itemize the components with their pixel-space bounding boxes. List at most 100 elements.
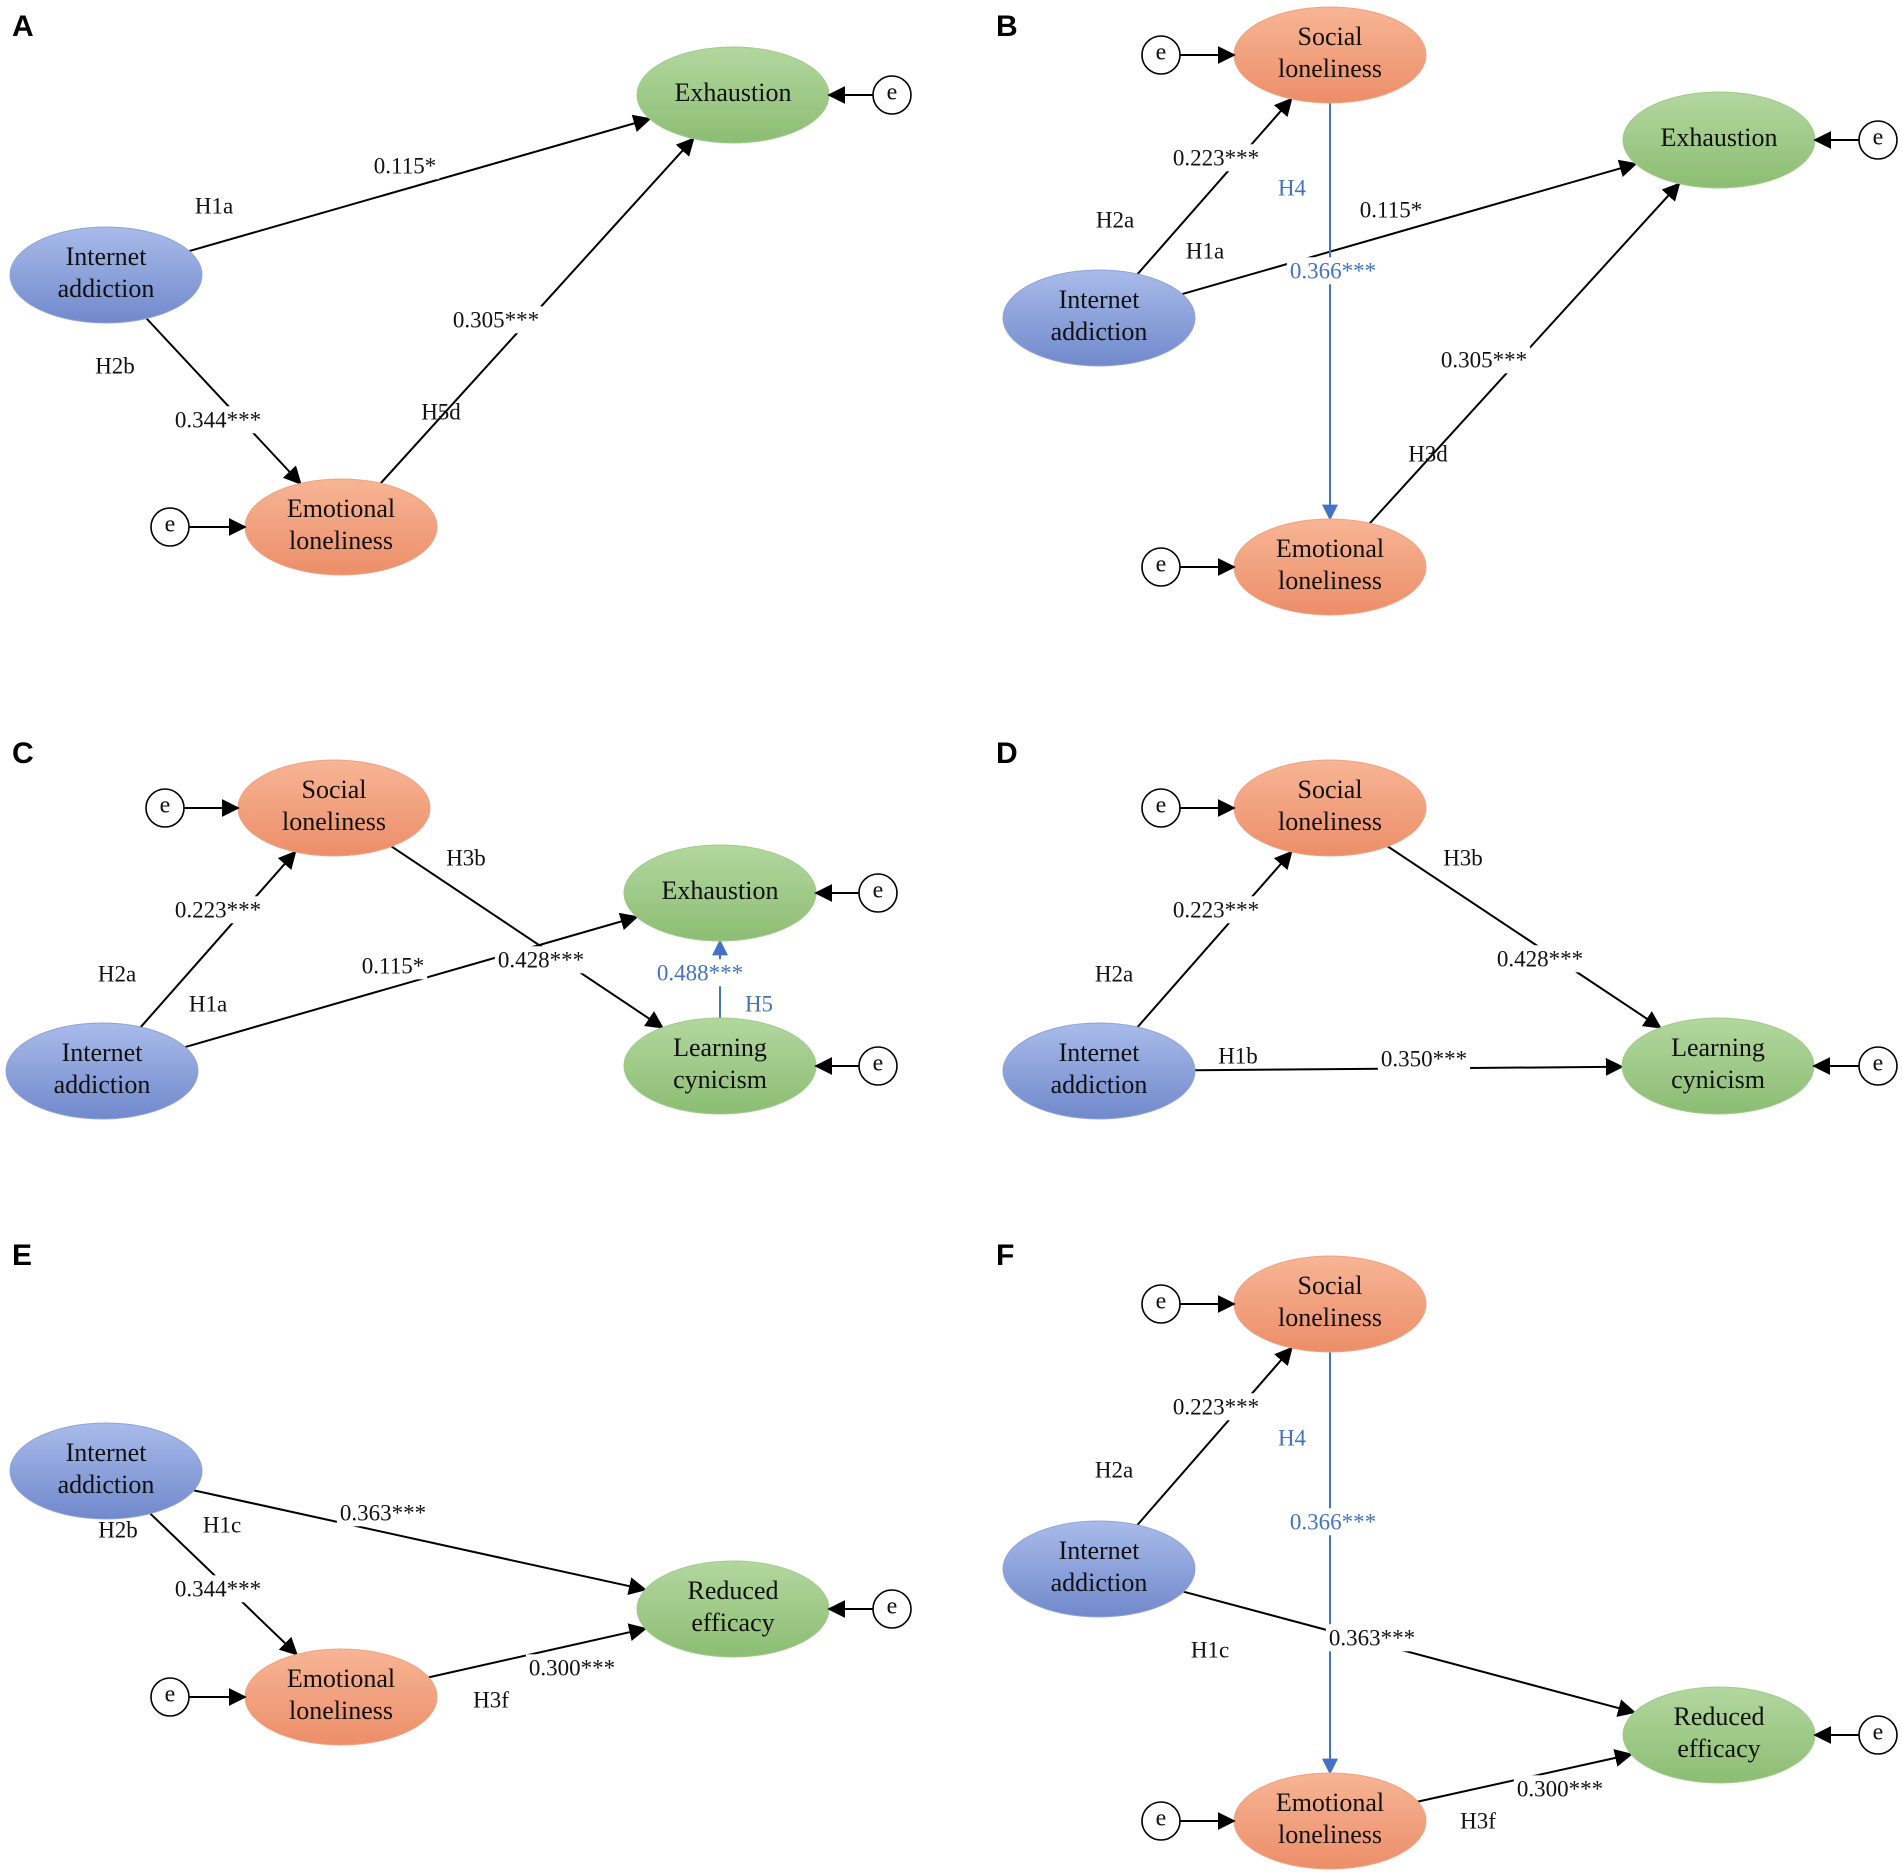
panel-c-hypothesis-sl-lc: H3b bbox=[446, 845, 486, 870]
panel-a-error-term-ex: e bbox=[827, 75, 912, 115]
panel-a-error-label-el: e bbox=[165, 512, 176, 538]
panel-f-node-sl-label-line: loneliness bbox=[1278, 1303, 1382, 1332]
panel-a-node-ia-label-line: addiction bbox=[58, 274, 155, 303]
panel-b-node-ex: Exhaustion bbox=[1622, 91, 1816, 189]
panel-d-error-label-lc: e bbox=[1873, 1051, 1884, 1077]
panel-f-coefficient-el-re: 0.300*** bbox=[1517, 1776, 1603, 1801]
panel-b-coefficient-ia-sl: 0.223*** bbox=[1173, 145, 1259, 170]
panel-c-hypothesis-ia-ex: H1a bbox=[189, 991, 227, 1016]
panel-a-hypothesis-el-ex: H5d bbox=[421, 399, 461, 424]
panel-e-error-term-el: e bbox=[150, 1677, 247, 1717]
panel-f-error-label-el: e bbox=[1156, 1806, 1167, 1832]
panel-f-error-term-re: e bbox=[1813, 1715, 1898, 1755]
panel-c-hypothesis-ia-sl: H2a bbox=[98, 961, 136, 986]
panel-e-coefficient-ia-el: 0.344*** bbox=[175, 1576, 261, 1601]
panel-c-node-ex: Exhaustion bbox=[623, 844, 817, 942]
panel-a-letter: A bbox=[12, 10, 34, 43]
panel-f-hypothesis-sl-el: H4 bbox=[1278, 1425, 1307, 1450]
panel-d-node-lc-label-line: Learning bbox=[1671, 1033, 1765, 1062]
panel-d-error-label-sl: e bbox=[1156, 793, 1167, 819]
panel-b-coefficient-bg-ia-sl bbox=[1169, 144, 1263, 172]
panel-c-coefficient-bg-ia-sl bbox=[171, 896, 265, 924]
panel-b-node-sl-label-line: Social bbox=[1298, 22, 1363, 51]
panel-d-node-ia-label-line: addiction bbox=[1051, 1070, 1148, 1099]
panel-e-node-ia-label-line: addiction bbox=[58, 1470, 155, 1499]
panel-c-coefficient-sl-lc: 0.428*** bbox=[498, 947, 584, 972]
panel-e-node-re-label-line: Reduced bbox=[688, 1576, 779, 1605]
panel-a-coefficient-ia-ex: 0.115* bbox=[374, 153, 436, 178]
panel-d-coefficient-ia-lc: 0.350*** bbox=[1381, 1046, 1467, 1071]
panel-b-node-ia-label-line: Internet bbox=[1059, 285, 1141, 314]
panel-f-node-ia-ellipse bbox=[1002, 1520, 1196, 1618]
panel-f-error-term-sl: e bbox=[1141, 1284, 1236, 1324]
panel-f-node-ia-label-line: addiction bbox=[1051, 1568, 1148, 1597]
panel-f-path-ia-to-sl-arrow bbox=[1136, 1346, 1293, 1526]
panel-d-hypothesis-ia-lc: H1b bbox=[1218, 1043, 1258, 1068]
panel-d-node-lc-label-line: cynicism bbox=[1671, 1065, 1765, 1094]
panel-e-node-re-label-line: efficacy bbox=[691, 1608, 774, 1637]
panel-c-node-sl-label-line: Social bbox=[302, 775, 367, 804]
panel-e-path-el-to-re-arrow bbox=[428, 1623, 648, 1679]
panel-e-node-el-label-line: loneliness bbox=[289, 1696, 393, 1725]
panel-f-error-label-re: e bbox=[1873, 1720, 1884, 1746]
panel-b-letter: B bbox=[996, 10, 1018, 43]
panel-d-error-term-lc: e bbox=[1812, 1046, 1898, 1086]
panel-b-error-term-el: e bbox=[1141, 547, 1236, 587]
panel-b-node-sl-label-line: loneliness bbox=[1278, 54, 1382, 83]
panel-e-coefficient-bg-ia-re bbox=[336, 1499, 430, 1527]
panel-b-path-ia-to-ex-arrow bbox=[1181, 159, 1638, 296]
panel-c-path-ia-to-ex-arrow bbox=[184, 912, 639, 1049]
panel-a-coefficient-ia-el: 0.344*** bbox=[175, 407, 261, 432]
panel-b-error-label-el: e bbox=[1156, 552, 1167, 578]
panel-c-error-term-sl: e bbox=[145, 788, 240, 828]
panel-a-coefficient-bg-ia-el bbox=[171, 406, 265, 434]
panel-f-error-term-el: e bbox=[1141, 1801, 1236, 1841]
panel-c-path-ia-to-sl-arrow bbox=[139, 850, 297, 1028]
panel-f-node-el-label-line: loneliness bbox=[1278, 1820, 1382, 1849]
panel-a-path-ia-to-ex-arrow bbox=[188, 114, 652, 253]
panel-e-error-label-el: e bbox=[165, 1682, 176, 1708]
panel-e-node-ia-ellipse bbox=[9, 1422, 203, 1520]
panel-b-path-ia-to-sl-arrow bbox=[1136, 97, 1293, 275]
panel-d-node-ia-label-line: Internet bbox=[1059, 1038, 1141, 1067]
panel-a-node-el-label-line: Emotional bbox=[287, 494, 395, 523]
panel-c-coefficient-ia-sl: 0.223*** bbox=[175, 897, 261, 922]
panel-e-coefficient-bg-el-re bbox=[525, 1654, 619, 1682]
panel-d-coefficient-bg-ia-sl bbox=[1169, 896, 1263, 924]
panel-c-letter: C bbox=[12, 737, 34, 770]
panel-d-path-sl-to-lc-arrow bbox=[1387, 845, 1662, 1029]
panel-d-coefficient-ia-sl: 0.223*** bbox=[1173, 897, 1259, 922]
panel-a-error-label-ex: e bbox=[887, 80, 898, 106]
panel-d-coefficient-bg-sl-lc bbox=[1493, 945, 1587, 973]
panel-f-coefficient-bg-sl-el bbox=[1286, 1508, 1380, 1536]
panel-d-hypothesis-sl-lc: H3b bbox=[1443, 845, 1483, 870]
panel-f-error-label-sl: e bbox=[1156, 1289, 1167, 1315]
panel-b-node-ia-ellipse bbox=[1002, 269, 1196, 367]
panel-f-node-re-label-line: Reduced bbox=[1674, 1702, 1765, 1731]
panel-e-hypothesis-el-re: H3f bbox=[473, 1687, 509, 1712]
panel-c-path-sl-to-lc-arrow bbox=[390, 845, 664, 1029]
panel-c-error-term-lc: e bbox=[814, 1046, 898, 1086]
panel-a-node-ia-label-line: Internet bbox=[66, 242, 148, 271]
panel-b-coefficient-bg-el-ex bbox=[1437, 346, 1531, 374]
panel-c-node-ia-label-line: addiction bbox=[54, 1070, 151, 1099]
panel-b-error-label-sl: e bbox=[1156, 40, 1167, 66]
panel-b-node-ex-label-line: Exhaustion bbox=[1661, 123, 1778, 152]
panel-a-hypothesis-ia-el: H2b bbox=[95, 353, 135, 378]
panel-b-error-term-sl: e bbox=[1141, 35, 1236, 75]
panel-f-letter: F bbox=[996, 1239, 1014, 1272]
panel-d-node-ia-ellipse bbox=[1002, 1022, 1196, 1120]
panel-d-node-ia: Internet addiction bbox=[1002, 1022, 1196, 1120]
panel-c-coefficient-ia-ex: 0.115* bbox=[362, 953, 424, 978]
panel-c-coefficient-bg-ia-ex bbox=[358, 952, 428, 980]
panel-f-coefficient-bg-ia-sl bbox=[1169, 1393, 1263, 1421]
